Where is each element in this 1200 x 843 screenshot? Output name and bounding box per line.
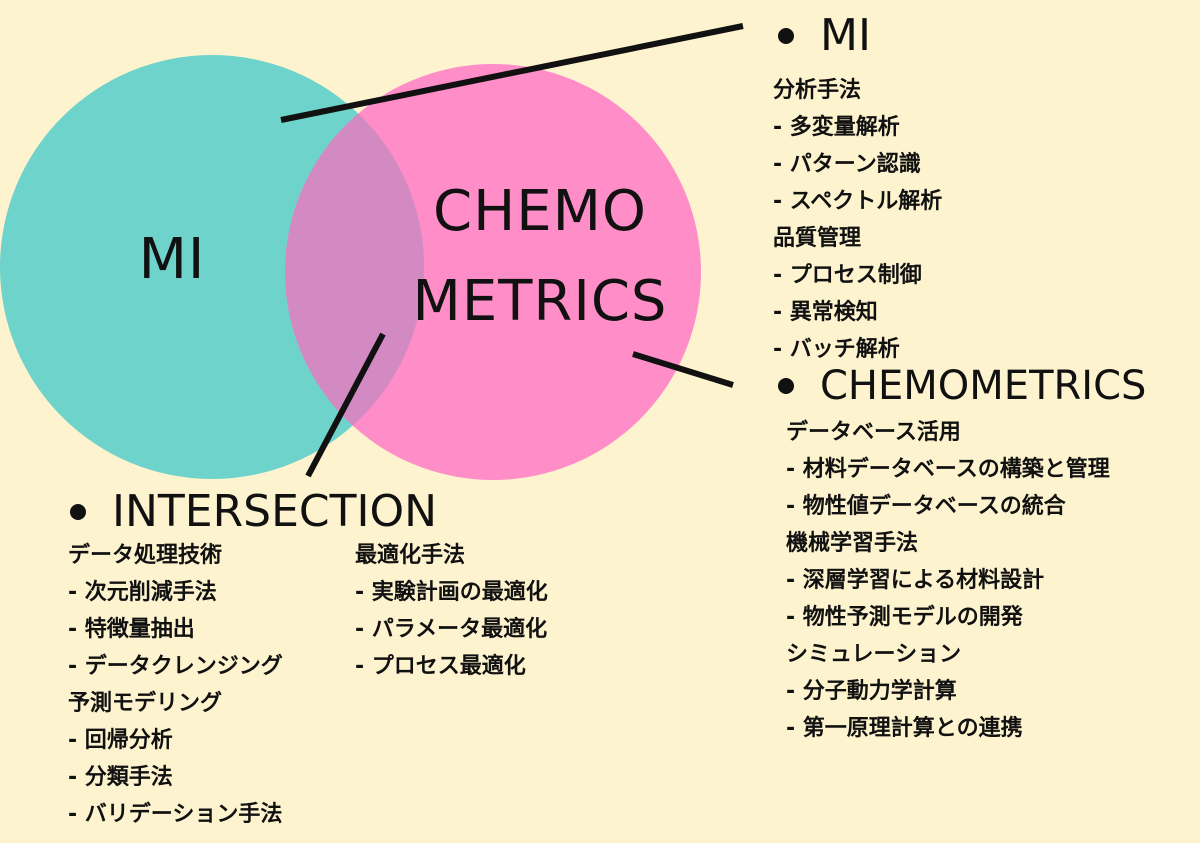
mi-section-title: MI	[820, 10, 871, 61]
list-item: - バリデーション手法	[68, 802, 283, 827]
list-item: シミュレーション	[786, 642, 962, 667]
list-item: - パラメータ最適化	[355, 617, 548, 642]
chemometrics-connector-line	[632, 351, 734, 388]
list-item: 最適化手法	[355, 543, 466, 568]
chemometrics-circle-label-line1: CHEMO	[433, 179, 647, 244]
list-item: データベース活用	[786, 420, 961, 445]
list-item: 予測モデリング	[68, 691, 223, 716]
intersection-section-title: INTERSECTION	[112, 486, 437, 537]
list-item: - パターン認識	[773, 152, 921, 177]
list-item: 分析手法	[773, 78, 862, 103]
list-item: - 分子動力学計算	[786, 679, 957, 704]
list-item: - 第一原理計算との連携	[786, 716, 1023, 741]
overlap-region	[285, 64, 424, 479]
list-item: - 次元削減手法	[68, 580, 217, 605]
chemometrics-section-heading: CHEMOMETRICS	[778, 366, 1146, 406]
list-item: - 物性予測モデルの開発	[786, 605, 1023, 630]
intersection-column-2: 最適化手法 - 実験計画の最適化 - パラメータ最適化 - プロセス最適化	[355, 537, 548, 685]
list-item: - データクレンジング	[68, 654, 283, 679]
intersection-section: INTERSECTION	[70, 490, 437, 534]
list-item: - 回帰分析	[68, 728, 173, 753]
list-item: 機械学習手法	[786, 531, 919, 556]
list-item: - 深層学習による材料設計	[786, 568, 1045, 593]
list-item: - 多変量解析	[773, 115, 900, 140]
mi-section: MI 分析手法 - 多変量解析 - パターン認識 - スペクトル解析 品質管理 …	[773, 14, 942, 368]
bullet-icon	[778, 378, 794, 394]
intersection-section-heading: INTERSECTION	[70, 490, 437, 534]
bullet-icon	[778, 28, 794, 44]
list-item: - スペクトル解析	[773, 189, 943, 214]
mi-section-list: 分析手法 - 多変量解析 - パターン認識 - スペクトル解析 品質管理 - プ…	[773, 72, 942, 368]
mi-connector-line	[280, 23, 744, 123]
mi-section-heading: MI	[778, 14, 942, 58]
list-item: - 分類手法	[68, 765, 173, 790]
chemometrics-section-title: CHEMOMETRICS	[820, 363, 1147, 409]
list-item: - 異常検知	[773, 300, 878, 325]
bullet-icon	[70, 504, 86, 520]
list-item: - プロセス最適化	[355, 654, 526, 679]
list-item: - 物性値データベースの統合	[786, 494, 1066, 519]
list-item: - プロセス制御	[773, 263, 922, 288]
intersection-connector-line	[305, 332, 386, 478]
list-item: 品質管理	[773, 226, 862, 251]
list-item: - 材料データベースの構築と管理	[786, 457, 1110, 482]
list-item: データ処理技術	[68, 543, 223, 568]
chemometrics-circle-label-line2: METRICS	[413, 269, 668, 334]
chemometrics-section: CHEMOMETRICS データベース活用 - 材料データベースの構築と管理 -…	[778, 366, 1146, 747]
list-item: - バッチ解析	[773, 337, 900, 362]
intersection-column-1: データ処理技術 - 次元削減手法 - 特徴量抽出 - データクレンジング 予測モ…	[68, 537, 283, 833]
mi-circle-label: MI	[139, 227, 206, 292]
list-item: - 特徴量抽出	[68, 617, 195, 642]
list-item: - 実験計画の最適化	[355, 580, 548, 605]
chemometrics-section-list: データベース活用 - 材料データベースの構築と管理 - 物性値データベースの統合…	[786, 414, 1146, 747]
